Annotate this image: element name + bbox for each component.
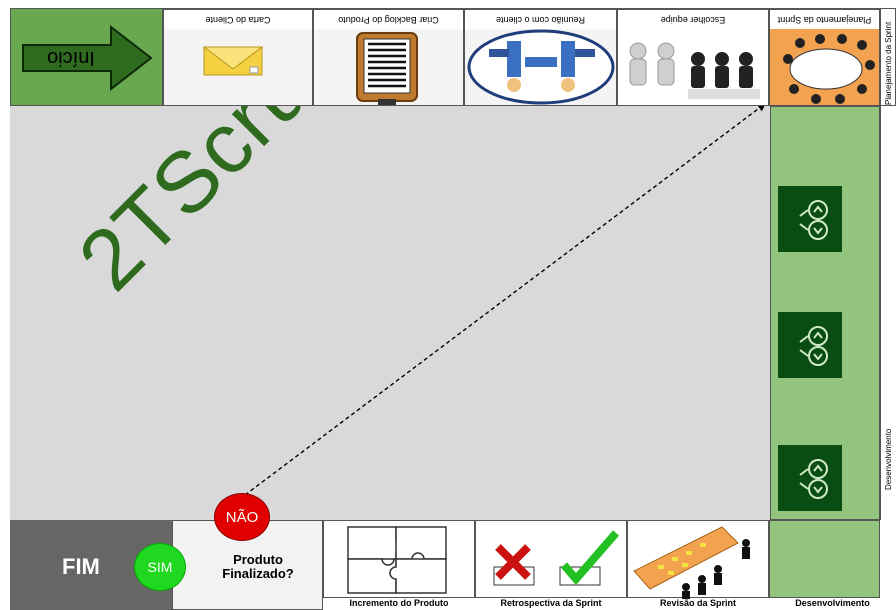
cell-revisao-sprint[interactable] bbox=[627, 520, 769, 599]
cell-planejamento-sprint[interactable]: Planejamento da Sprint bbox=[769, 8, 880, 106]
bottom-label-desenvolvimento: Desenvolvimento bbox=[795, 598, 870, 608]
cell-carta-cliente[interactable]: Carta do Cliente bbox=[163, 8, 313, 106]
arrow-right-icon bbox=[22, 24, 153, 92]
no-button[interactable]: NÃO bbox=[214, 493, 270, 541]
cell-reuniao-cliente[interactable]: Reunião com o cliente bbox=[464, 8, 617, 106]
cell-icon-area bbox=[770, 29, 879, 105]
review-space-1[interactable] bbox=[778, 186, 842, 252]
board-center bbox=[10, 106, 770, 520]
eyes-icon bbox=[799, 200, 828, 240]
bottom-label-retrospectiva: Retrospectiva da Sprint bbox=[500, 598, 602, 608]
side-cell-development: Desenvolvimento bbox=[880, 106, 896, 520]
meeting-icon bbox=[467, 29, 615, 105]
side-label-development: Desenvolvimento bbox=[884, 428, 893, 490]
cell-icon-area bbox=[465, 29, 616, 105]
cell-incremento-produto[interactable] bbox=[323, 520, 475, 598]
bottom-label-incremento: Incremento do Produto bbox=[349, 598, 449, 608]
cell-label: Reunião com o cliente bbox=[465, 9, 616, 30]
cell-desenvolvimento-bottom[interactable] bbox=[769, 520, 880, 598]
side-label-planning: Planejamento da Sprint bbox=[884, 21, 893, 105]
check-cross-icon bbox=[493, 530, 620, 586]
letter-icon bbox=[202, 46, 264, 76]
fim-label: FIM bbox=[62, 554, 100, 579]
cell-icon-area bbox=[618, 29, 768, 105]
cell-criar-backlog[interactable]: Criar Backlog do Produto bbox=[313, 8, 464, 106]
planning-table-icon bbox=[783, 34, 875, 104]
decision-cell: Produto Finalizado? bbox=[172, 520, 323, 610]
review-icon bbox=[633, 526, 750, 599]
puzzle-icon bbox=[347, 526, 447, 594]
cell-icon-area bbox=[314, 29, 463, 105]
cell-icon-area bbox=[164, 29, 312, 105]
review-space-2[interactable] bbox=[778, 312, 842, 378]
start-cell[interactable]: Início bbox=[10, 8, 163, 106]
cell-label: Planejamento da Sprint bbox=[770, 9, 879, 30]
cell-label: Escolher equipe bbox=[618, 9, 768, 30]
team-icon bbox=[629, 42, 760, 99]
cell-escolher-equipe[interactable]: Escolher equipe bbox=[617, 8, 769, 106]
bottom-label-revisao: Revisão da Sprint bbox=[659, 598, 737, 608]
eyes-icon bbox=[799, 326, 828, 366]
eyes-icon bbox=[799, 459, 828, 499]
backlog-icon bbox=[356, 32, 418, 105]
yes-button[interactable]: SIM bbox=[134, 543, 186, 591]
start-label: Início bbox=[47, 47, 95, 69]
no-label: NÃO bbox=[225, 508, 259, 526]
review-space-3[interactable] bbox=[778, 445, 842, 511]
decision-question: Produto Finalizado? bbox=[222, 552, 294, 581]
cell-label: Criar Backlog do Produto bbox=[314, 9, 463, 30]
side-cell-planning: Planejamento da Sprint bbox=[880, 8, 896, 106]
yes-label: SIM bbox=[147, 559, 173, 575]
cell-retrospectiva-sprint[interactable] bbox=[475, 520, 627, 598]
cell-label: Carta do Cliente bbox=[164, 9, 312, 30]
